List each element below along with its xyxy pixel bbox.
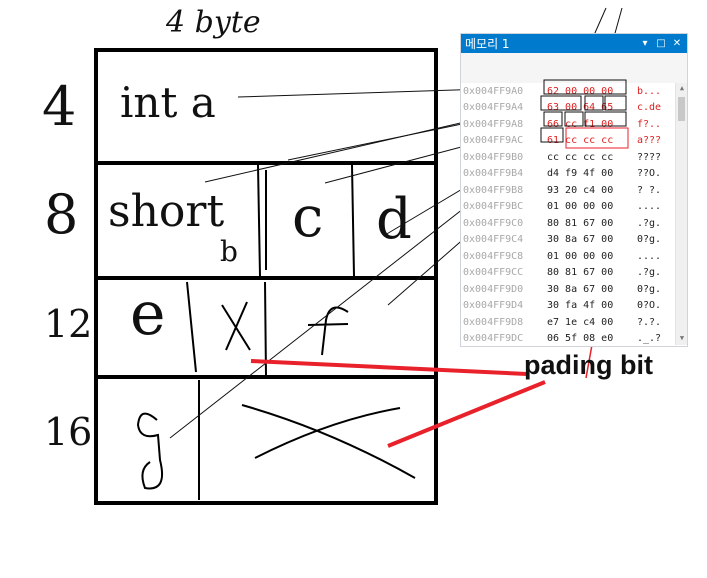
- memory-row[interactable]: 0x004FF9B8 93 20 c4 00 ? ?.: [461, 182, 675, 199]
- memory-ascii: ? ?.: [637, 184, 662, 196]
- memory-row[interactable]: 0x004FF9CC 80 81 67 00 .?g.: [461, 265, 675, 282]
- memory-window-title: 메모리 1: [465, 37, 510, 51]
- memory-bytes: d4 f9 4f 00: [547, 168, 614, 180]
- cell-f: f: [318, 298, 322, 310]
- memory-bytes: 30 8a 67 00: [547, 234, 614, 246]
- memory-address: 0x004FF9A8: [463, 118, 524, 130]
- memory-bytes: 06 5f 08 e0: [547, 333, 614, 345]
- memory-row[interactable]: 0x004FF9C0 80 81 67 00 .?g.: [461, 215, 675, 232]
- cell-c: c: [292, 185, 324, 250]
- cell-short-b-word: short: [108, 186, 225, 237]
- row-label-12: 12: [44, 302, 93, 346]
- memory-ascii: 0?O.: [637, 300, 662, 312]
- memory-row[interactable]: 0x004FF9C4 30 8a 67 00 0?g.: [461, 232, 675, 249]
- scroll-thumb[interactable]: [678, 97, 685, 121]
- memory-ascii: .?g.: [637, 217, 662, 229]
- memory-ascii: ....: [637, 201, 662, 213]
- memory-bytes: cc cc cc cc: [547, 151, 614, 163]
- memory-window-titlebar[interactable]: 메모리 1 ▾ □ ✕: [461, 34, 687, 53]
- memory-ascii: ....: [637, 250, 662, 262]
- memory-address: 0x004FF9DC: [463, 333, 524, 345]
- memory-address: 0x004FF9BC: [463, 201, 524, 213]
- padding-arrow-row3: [250, 359, 528, 376]
- memory-bytes: 62 00 00 00: [547, 85, 614, 97]
- memory-bytes: 80 81 67 00: [547, 217, 614, 229]
- maximize-icon[interactable]: □: [656, 37, 666, 49]
- cell-e: e: [130, 279, 166, 349]
- memory-row[interactable]: 0x004FF9D0 30 8a 67 00 0?g.: [461, 281, 675, 298]
- memory-bytes: 01 00 00 00: [547, 250, 614, 262]
- padding-arrow-row4: [387, 380, 546, 448]
- memory-ascii: .?g.: [637, 267, 662, 279]
- memory-bytes: e7 1e c4 00: [547, 316, 614, 328]
- memory-bytes: 61 cc cc cc: [547, 135, 614, 147]
- memory-ascii: ._.?: [637, 333, 662, 345]
- memory-address: 0x004FF9CC: [463, 267, 524, 279]
- memory-row[interactable]: 0x004FF9A8 66 cc f1 00 f?..: [461, 116, 675, 133]
- memory-bytes: 66 cc f1 00: [547, 118, 614, 130]
- cell-g: g: [130, 396, 138, 408]
- memory-row[interactable]: 0x004FF9AC 61 cc cc cc a???: [461, 133, 675, 150]
- cell-int-a: int a: [120, 78, 216, 127]
- memory-address: 0x004FF9B8: [463, 184, 524, 196]
- memory-bytes: 01 00 00 00: [547, 201, 614, 213]
- memory-row[interactable]: 0x004FF9D4 30 fa 4f 00 0?O.: [461, 298, 675, 315]
- memory-address: 0x004FF9A4: [463, 102, 524, 114]
- memory-address: 0x004FF9C8: [463, 250, 524, 262]
- padding-x-mark-row3: [221, 301, 251, 351]
- memory-ascii: ?.?.: [637, 316, 662, 328]
- memory-row[interactable]: 0x004FF9A4 63 00 64 65 c.de: [461, 100, 675, 117]
- row-label-16: 16: [44, 410, 93, 454]
- memory-ascii: f?..: [637, 118, 662, 130]
- memory-address: 0x004FF9D0: [463, 283, 524, 295]
- memory-scrollbar[interactable]: ▲ ▼: [675, 83, 687, 345]
- memory-bytes: 80 81 67 00: [547, 267, 614, 279]
- header-label: 4 byte: [166, 5, 261, 40]
- memory-address: 0x004FF9AC: [463, 135, 524, 147]
- row-label-8: 8: [44, 183, 79, 246]
- memory-address: 0x004FF9C4: [463, 234, 524, 246]
- memory-row[interactable]: 0x004FF9C8 01 00 00 00....: [461, 248, 675, 265]
- memory-bytes: 30 8a 67 00: [547, 283, 614, 295]
- memory-row[interactable]: 0x004FF9BC 01 00 00 00....: [461, 199, 675, 216]
- chevron-down-icon[interactable]: ▾: [642, 37, 648, 49]
- padding-bit-label: pading bit: [524, 350, 653, 380]
- memory-row[interactable]: 0x004FF9A0 62 00 00 00 b...: [461, 83, 675, 100]
- memory-address: 0x004FF9B4: [463, 168, 524, 180]
- memory-address: 0x004FF9B0: [463, 151, 524, 163]
- memory-address: 0x004FF9D4: [463, 300, 524, 312]
- cell-d: d: [376, 187, 412, 252]
- memory-bytes: 93 20 c4 00: [547, 184, 614, 196]
- close-icon[interactable]: ✕: [672, 37, 682, 49]
- memory-bytes: 63 00 64 65: [547, 102, 614, 114]
- cell-divider-short-c: [257, 164, 261, 277]
- memory-ascii: c.de: [637, 102, 662, 114]
- memory-ascii: ????: [637, 151, 662, 163]
- cell-divider-c-d: [351, 164, 355, 277]
- memory-row[interactable]: 0x004FF9B4 d4 f9 4f 00 ??O.: [461, 166, 675, 183]
- memory-row[interactable]: 0x004FF9DC 06 5f 08 e0 ._.?: [461, 331, 675, 347]
- memory-ascii: ??O.: [637, 168, 662, 180]
- memory-row[interactable]: 0x004FF9D8 e7 1e c4 00?.?.: [461, 314, 675, 331]
- padding-x-mark-row4: [241, 404, 416, 479]
- memory-address: 0x004FF9D8: [463, 316, 524, 328]
- cell-divider-e-x: [186, 281, 197, 373]
- memory-address: 0x004FF9C0: [463, 217, 524, 229]
- row-label-4: 4: [42, 75, 77, 138]
- memory-rows: 0x004FF9A0 62 00 00 00 b... 0x004FF9A4 63 00…: [461, 83, 675, 347]
- scroll-up-icon[interactable]: ▲: [679, 84, 685, 92]
- cell-short-b-letter: b: [220, 235, 238, 268]
- memory-address: 0x004FF9A0: [463, 85, 524, 97]
- scroll-down-icon[interactable]: ▼: [679, 334, 685, 342]
- memory-ascii: 0?g.: [637, 234, 662, 246]
- letter-g-stroke: [136, 412, 164, 490]
- memory-window-toolbar: [461, 53, 687, 83]
- memory-ascii: a???: [637, 135, 662, 147]
- memory-row[interactable]: 0x004FF9B0 cc cc cc cc????: [461, 149, 675, 166]
- memory-bytes: 30 fa 4f 00: [547, 300, 614, 312]
- memory-ascii: b...: [637, 85, 662, 97]
- memory-ascii: 0?g.: [637, 283, 662, 295]
